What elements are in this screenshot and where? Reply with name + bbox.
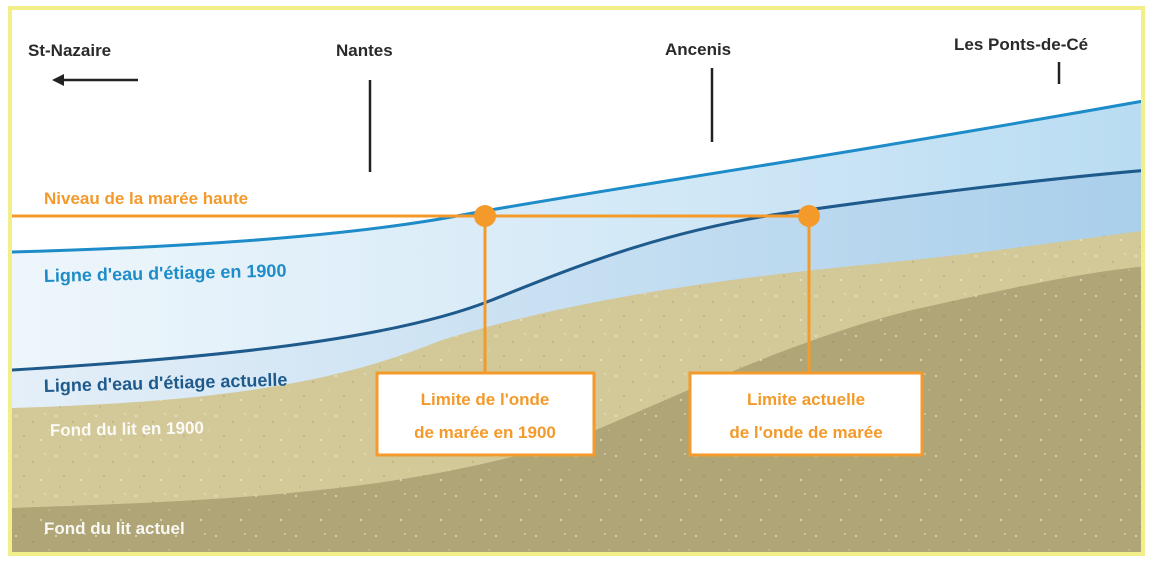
- limit-current-line2: de l'onde de marée: [729, 423, 882, 442]
- arrow-head-icon: [52, 74, 64, 86]
- label-bed-1900: Fond du lit en 1900: [50, 418, 204, 440]
- place-st-nazaire: St-Nazaire: [28, 41, 111, 60]
- place-ponts-de-ce: Les Ponts-de-Cé: [954, 35, 1088, 54]
- label-bed-current: Fond du lit actuel: [44, 519, 185, 538]
- diagram-frame: Limite de l'onde de marée en 1900 Limite…: [8, 6, 1145, 556]
- limit-current-box: [688, 371, 924, 457]
- limit-1900-line2: de marée en 1900: [414, 423, 556, 442]
- limit-current-dot: [798, 205, 820, 227]
- limit-1900-line1: Limite de l'onde: [421, 390, 550, 409]
- place-ancenis: Ancenis: [665, 40, 731, 59]
- label-high-tide: Niveau de la marée haute: [44, 189, 248, 208]
- limit-1900-dot: [474, 205, 496, 227]
- limit-current-line1: Limite actuelle: [747, 390, 865, 409]
- limit-1900-box: [375, 371, 596, 457]
- loire-tidal-diagram: Limite de l'onde de marée en 1900 Limite…: [12, 35, 1141, 552]
- water-line-current: [12, 169, 1141, 372]
- place-nantes: Nantes: [336, 41, 393, 60]
